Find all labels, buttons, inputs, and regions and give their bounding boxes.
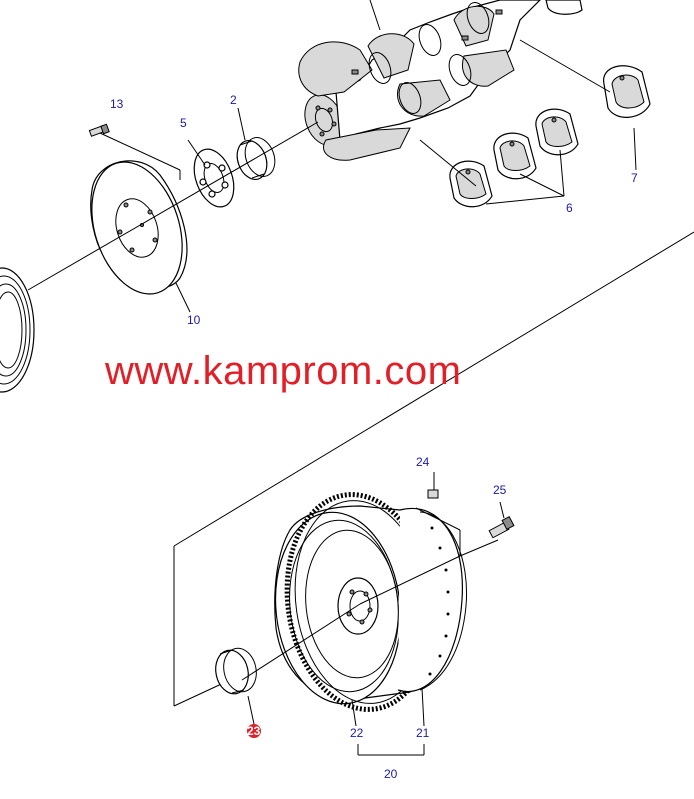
seal-ring-23 [215, 647, 257, 695]
callout-24: 24 [416, 455, 430, 469]
watermark-text: www.kamprom.com [104, 349, 461, 393]
callout-2: 2 [230, 93, 237, 107]
bottom-leader-lines [241, 472, 505, 756]
callout-25: 25 [493, 483, 507, 497]
bearing-shell-6c [535, 108, 579, 156]
seal-ring-2 [236, 137, 276, 180]
callout-13: 13 [110, 97, 124, 111]
dowel-pin-24 [427, 489, 439, 499]
callout-23-highlight: 23 [247, 724, 261, 738]
bolt-13 [88, 123, 110, 137]
callout-20: 20 [384, 767, 398, 781]
callout-5: 5 [180, 116, 187, 130]
bearing-shell-6b [493, 132, 537, 180]
top-leader-lines [27, 0, 694, 707]
bolt-25 [488, 516, 515, 539]
thrust-bearing-7 [603, 65, 651, 118]
ring-gear-21 [284, 492, 468, 712]
callout-10: 10 [187, 313, 201, 327]
bearing-shell-6a [449, 160, 493, 208]
callout-22: 22 [350, 726, 364, 740]
bearing-shell-top [545, 0, 583, 15]
callout-7: 7 [631, 171, 638, 185]
crankshaft [298, 0, 559, 161]
callout-23: 23 [247, 724, 261, 738]
callout-21: 21 [416, 726, 430, 740]
vibration-damper [90, 160, 188, 295]
crank-pulley [0, 267, 35, 393]
callout-6: 6 [566, 201, 573, 215]
spacer-plate-5 [193, 148, 235, 208]
